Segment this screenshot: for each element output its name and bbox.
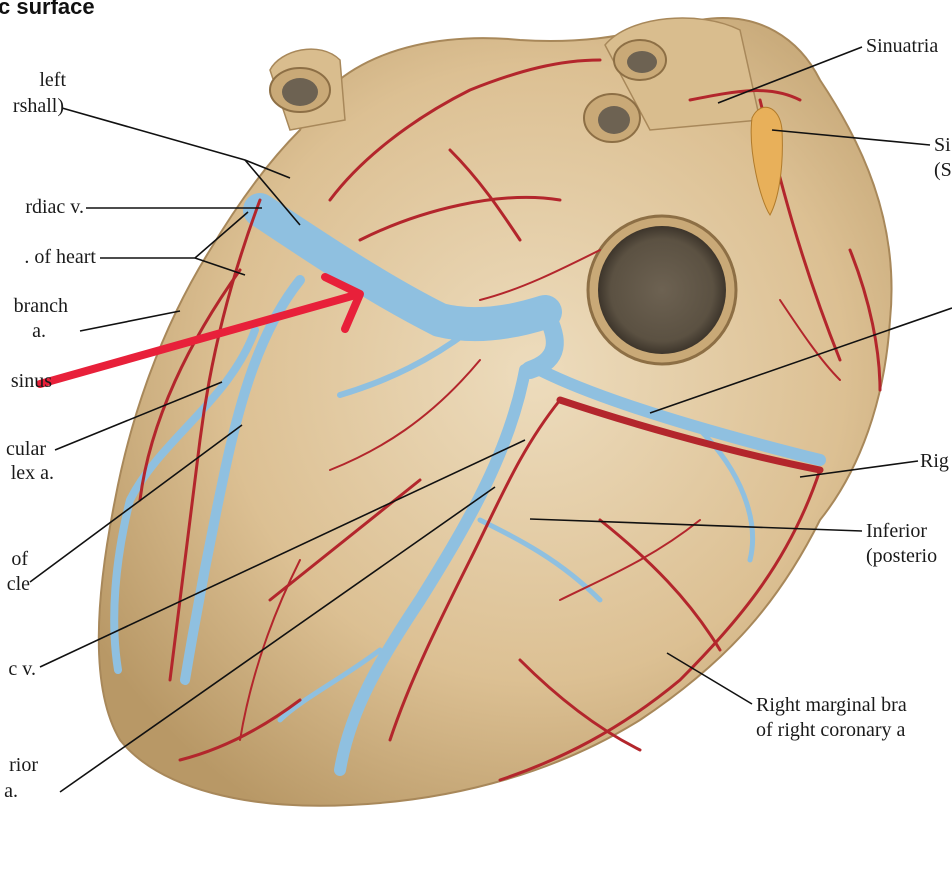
- label-vein-of-heart: . of heart: [24, 246, 96, 268]
- sinuatrial-node: [750, 106, 783, 216]
- label-middle-cardiac-vein: c v.: [8, 658, 36, 680]
- label-ventricle-vein-1: of: [11, 548, 28, 570]
- pointer-arrow: [36, 273, 364, 388]
- label-ventricle-vein-2: cle: [6, 573, 30, 595]
- figure-title: c surface: [0, 0, 95, 19]
- label-oblique-vein-2: rshall): [12, 95, 64, 117]
- coronary-veins: [110, 193, 826, 776]
- label-right-coronary-artery: Rig: [920, 450, 949, 472]
- label-interventricular-artery-1: rior: [9, 754, 38, 776]
- inferior-vena-cava-opening: [586, 214, 738, 366]
- label-inferior-posterior-branch-2: (posterio: [866, 545, 938, 567]
- label-sinuatrial-node-1: Si: [934, 134, 951, 156]
- label-interventricular-artery-2: a.: [4, 780, 18, 802]
- label-branch-artery-2: a.: [32, 320, 46, 342]
- leader-lines: [29, 46, 952, 793]
- label-great-cardiac-vein: rdiac v.: [25, 196, 84, 218]
- label-circumflex-artery-2: lex a.: [10, 462, 54, 484]
- label-right-marginal-branch-2: of right coronary a: [756, 719, 906, 741]
- label-oblique-vein-1: left: [39, 69, 66, 91]
- label-coronary-sinus: sinus: [10, 370, 52, 392]
- label-branch-artery-1: branch: [13, 295, 68, 317]
- label-right-marginal-branch-1: Right marginal bra: [756, 694, 907, 716]
- label-sinuatrial-node-2: (S: [934, 159, 952, 181]
- label-sinuatrial-branch: Sinuatria: [866, 35, 939, 57]
- label-inferior-posterior-branch-1: Inferior: [866, 520, 928, 542]
- label-circumflex-artery-1: cular: [6, 438, 46, 460]
